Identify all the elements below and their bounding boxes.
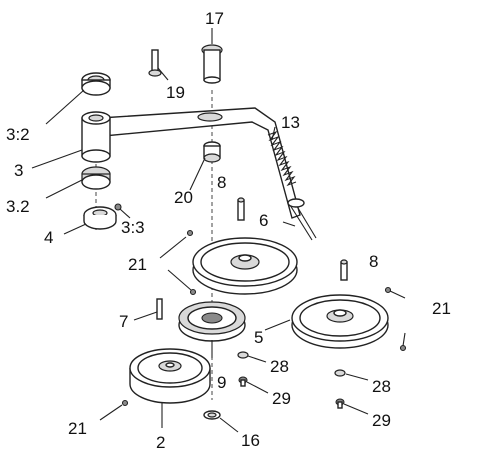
grease-fitting [114,203,122,211]
pin-8-right [340,259,348,281]
washer-28-right [334,369,346,377]
screw-21-middle [189,288,197,296]
callout-21-lower: 21 [68,419,87,438]
screw-21-right-lower [399,344,407,352]
screw-21-upper [186,229,194,237]
callout-20: 20 [174,188,193,207]
callout-3-3: 3:3 [121,218,145,237]
screw-21-right-upper [384,286,392,294]
pulley-middle [178,301,246,342]
callout-28-left: 28 [270,357,289,376]
bolt-17 [201,44,223,84]
collar [83,206,117,230]
callout-21-upper: 21 [128,255,147,274]
pulley-right [291,294,389,349]
bolt-29-right [335,398,345,409]
callout-28-right: 28 [372,377,391,396]
callout-4: 4 [44,228,53,247]
washer-28-left [237,351,249,359]
rod [287,198,317,241]
bolt-19 [148,49,162,77]
callout-3-2-top: 3:2 [6,125,30,144]
leader-lines [31,28,406,433]
callout-13: 13 [281,113,300,132]
idler-arm [99,107,301,219]
callout-8-upper: 8 [217,173,226,192]
callout-29-left: 29 [272,389,291,408]
callout-9: 9 [217,373,226,392]
bearing-top [81,72,111,96]
nut-16 [203,410,221,420]
pivot-tube [81,111,111,163]
bushing-20 [203,141,221,163]
spring [267,130,297,187]
callout-6: 6 [259,211,268,230]
callout-5: 5 [254,328,263,347]
callout-3-2-bottom: 3.2 [6,197,30,216]
callout-7: 7 [119,312,128,331]
pin-8-upper [237,197,245,221]
callout-8-right: 8 [369,252,378,271]
callout-19: 19 [166,83,185,102]
pulley-lower [129,348,211,404]
callout-3: 3 [14,161,23,180]
callout-16: 16 [241,431,260,450]
idler-pulley-upper [192,237,298,295]
callout-2: 2 [156,433,165,452]
screw-21-lower [121,399,129,407]
bolt-29-left [238,376,248,387]
callout-29-right: 29 [372,411,391,430]
callout-21-right: 21 [432,299,451,318]
bearing-bottom [81,166,111,190]
key [156,298,163,320]
callout-17: 17 [205,9,224,28]
